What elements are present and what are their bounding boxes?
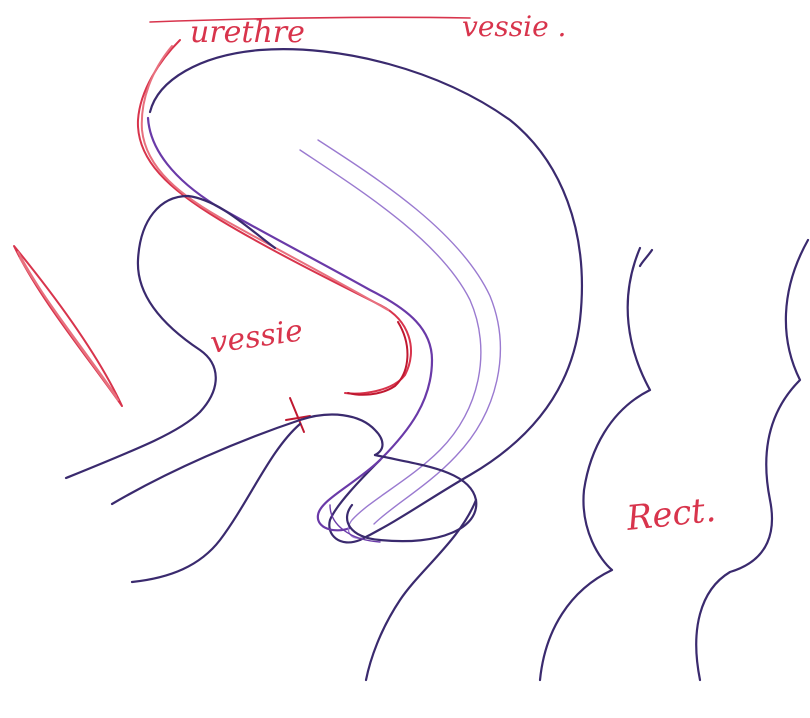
perineum-contour <box>132 424 476 680</box>
red-lens-shape <box>14 246 122 406</box>
urethra-red-lines <box>138 40 411 432</box>
lower-tongue <box>330 455 476 542</box>
rectum-label: Rect. <box>624 490 718 539</box>
vessie-top-label: vessie . <box>462 10 566 43</box>
inner-wall-lines <box>300 140 500 538</box>
vessie-mid-label: vessie <box>208 313 305 361</box>
